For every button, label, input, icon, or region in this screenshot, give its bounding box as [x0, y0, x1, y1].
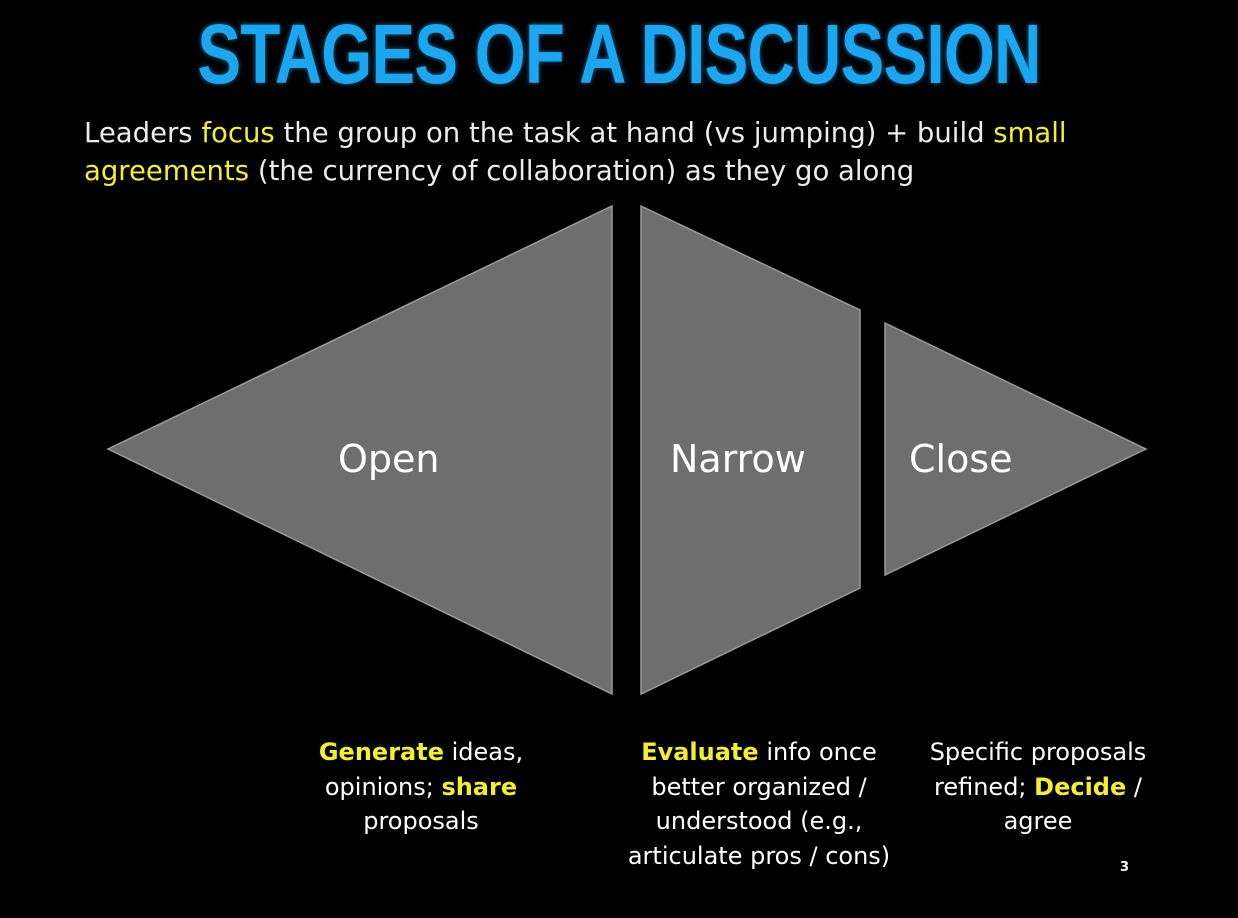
subtitle-text-1: Leaders: [84, 117, 202, 149]
open-stage-label: Open: [338, 437, 440, 481]
narrow-description-text: info once better organized / understood …: [627, 738, 891, 870]
narrow-keyword-evaluate: Evaluate: [641, 738, 759, 766]
open-description-text-2: proposals: [363, 807, 479, 835]
close-stage-description: Specific proposals refined; Decide / agr…: [906, 735, 1170, 839]
open-keyword-share: share: [441, 772, 518, 801]
open-keyword-generate: Generate: [318, 738, 444, 766]
open-stage-description: Generate ideas, opinions; share proposal…: [296, 735, 546, 839]
subtitle-text-2: the group on the task at hand (vs jumpin…: [274, 117, 994, 149]
close-stage-label: Close: [909, 437, 1013, 481]
close-description-text-2: / agree: [1003, 772, 1142, 836]
close-keyword-decide: Decide: [1034, 772, 1127, 801]
slide-title: STAGES OF A DISCUSSION: [197, 7, 1041, 101]
close-description-text-1: Specific proposals refined;: [929, 738, 1147, 801]
open-stage-shape: [106, 204, 613, 696]
open-description-text-1: ideas, opinions;: [324, 738, 524, 801]
subtitle-highlight-focus: focus: [201, 117, 275, 149]
narrow-stage-label: Narrow: [670, 437, 806, 481]
slide-subtitle: Leaders focus the group on the task at h…: [84, 114, 1184, 190]
subtitle-highlight-small-agreements: small agreements: [84, 117, 1067, 187]
close-stage-shape: [884, 321, 1148, 577]
narrow-stage-description: Evaluate info once better organized / un…: [626, 735, 892, 873]
narrow-stage-shape: [640, 204, 861, 696]
subtitle-text-3: (the currency of collaboration) as they …: [249, 155, 915, 187]
page-number: 3: [1120, 860, 1130, 875]
